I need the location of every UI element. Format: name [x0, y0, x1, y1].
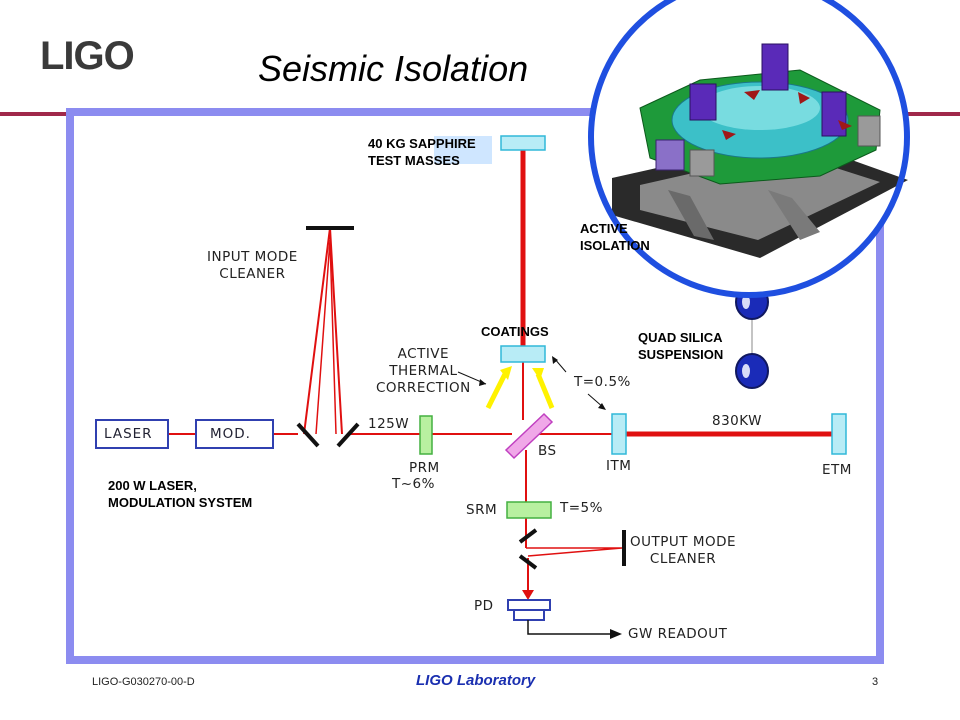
photodiode-body	[513, 609, 545, 621]
omc-mirror-lower	[518, 554, 538, 570]
prm-label: PRM	[409, 460, 440, 476]
beam-splitter	[504, 412, 554, 460]
output-mode-cleaner-label: OUTPUT MODE CLEANER	[630, 534, 737, 567]
photodiode-top	[507, 599, 551, 611]
slide-title: Seismic Isolation	[258, 48, 529, 89]
pointer-coating-head	[552, 356, 558, 364]
lab-name: LIGO Laboratory	[416, 672, 536, 689]
page-number: 3	[872, 676, 879, 688]
beam-omc-path	[526, 547, 623, 557]
pointer-itm-t-head	[598, 403, 606, 410]
gw-readout-arrowhead	[610, 629, 622, 639]
srm-optic	[506, 501, 552, 519]
gw-readout-line	[527, 620, 610, 635]
active-isolation-label: ACTIVE ISOLATION	[580, 221, 650, 253]
callout-circle-ring	[588, 0, 910, 298]
laser-note-label: 200 W LASER, MODULATION SYSTEM	[108, 478, 253, 510]
suspension-mass-lower-hole	[742, 364, 750, 378]
arm-power-label: 830KW	[712, 413, 762, 429]
input-mode-cleaner-label: INPUT MODE CLEANER	[207, 249, 298, 282]
pd-label: PD	[474, 598, 494, 614]
active-thermal-correction-label: ACTIVE THERMAL CORRECTION	[376, 346, 471, 396]
bracket-left	[689, 149, 715, 177]
srm-label: SRM	[466, 502, 498, 518]
gw-readout-label: GW READOUT	[628, 626, 728, 642]
prm-transmission-label: T~6%	[392, 476, 435, 492]
etm-x-optic	[831, 413, 847, 455]
actuator-block-2	[761, 43, 789, 91]
red-flexure-3	[722, 130, 736, 140]
itm-transmission-label: T=0.5%	[574, 374, 631, 390]
suspension-mass-upper-hole	[742, 295, 750, 309]
itm-x-optic	[611, 413, 627, 455]
suspension-mass-lower	[735, 353, 769, 389]
test-masses-label: 40 KG SAPPHIRE TEST MASSES	[368, 136, 476, 168]
thermal-arrow-right-head	[532, 368, 544, 380]
thermal-arrow-left-head	[500, 366, 512, 380]
support-leg-left	[668, 190, 714, 240]
beam-pd-arrowhead	[522, 590, 534, 600]
thermal-arrow-right	[535, 373, 555, 409]
itm-label: ITM	[606, 458, 632, 474]
red-flexure-2	[798, 92, 810, 104]
omc-mirror-upper	[518, 528, 538, 544]
prm-optic	[419, 415, 433, 455]
bs-label: BS	[538, 443, 557, 459]
etm-y-optic	[500, 135, 546, 151]
coatings-label: COATINGS	[481, 324, 549, 339]
mod-box-label: MOD.	[210, 426, 251, 442]
thermal-arrow-left	[485, 370, 509, 410]
support-leg-right	[768, 190, 820, 240]
ligo-logo: LIGO	[40, 34, 135, 78]
document-id: LIGO-G030270-00-D	[92, 676, 195, 688]
isolation-platform-render	[588, 0, 910, 298]
cyan-table-top	[700, 86, 820, 130]
actuator-block-4	[655, 139, 685, 171]
actuator-block-1	[689, 83, 717, 121]
laser-box	[95, 419, 169, 449]
bracket-right	[857, 115, 881, 147]
mod-box	[195, 419, 274, 449]
laser-box-label: LASER	[104, 426, 153, 442]
pointer-thermal-head	[479, 379, 486, 386]
beam-imc-triangle-inner	[315, 239, 337, 435]
test-masses-highlight	[434, 136, 492, 164]
diagram-frame	[66, 108, 884, 664]
red-flexure-4	[838, 120, 852, 130]
etm-label: ETM	[822, 462, 852, 478]
itm-y-optic	[500, 345, 546, 363]
power-125w-label: 125W	[368, 416, 410, 432]
quad-suspension-label: QUAD SILICA SUSPENSION	[638, 330, 724, 362]
srm-transmission-label: T=5%	[560, 500, 603, 516]
imc-right-mirror	[336, 422, 360, 448]
imc-left-mirror	[296, 422, 320, 448]
red-flexure-1	[744, 90, 760, 100]
